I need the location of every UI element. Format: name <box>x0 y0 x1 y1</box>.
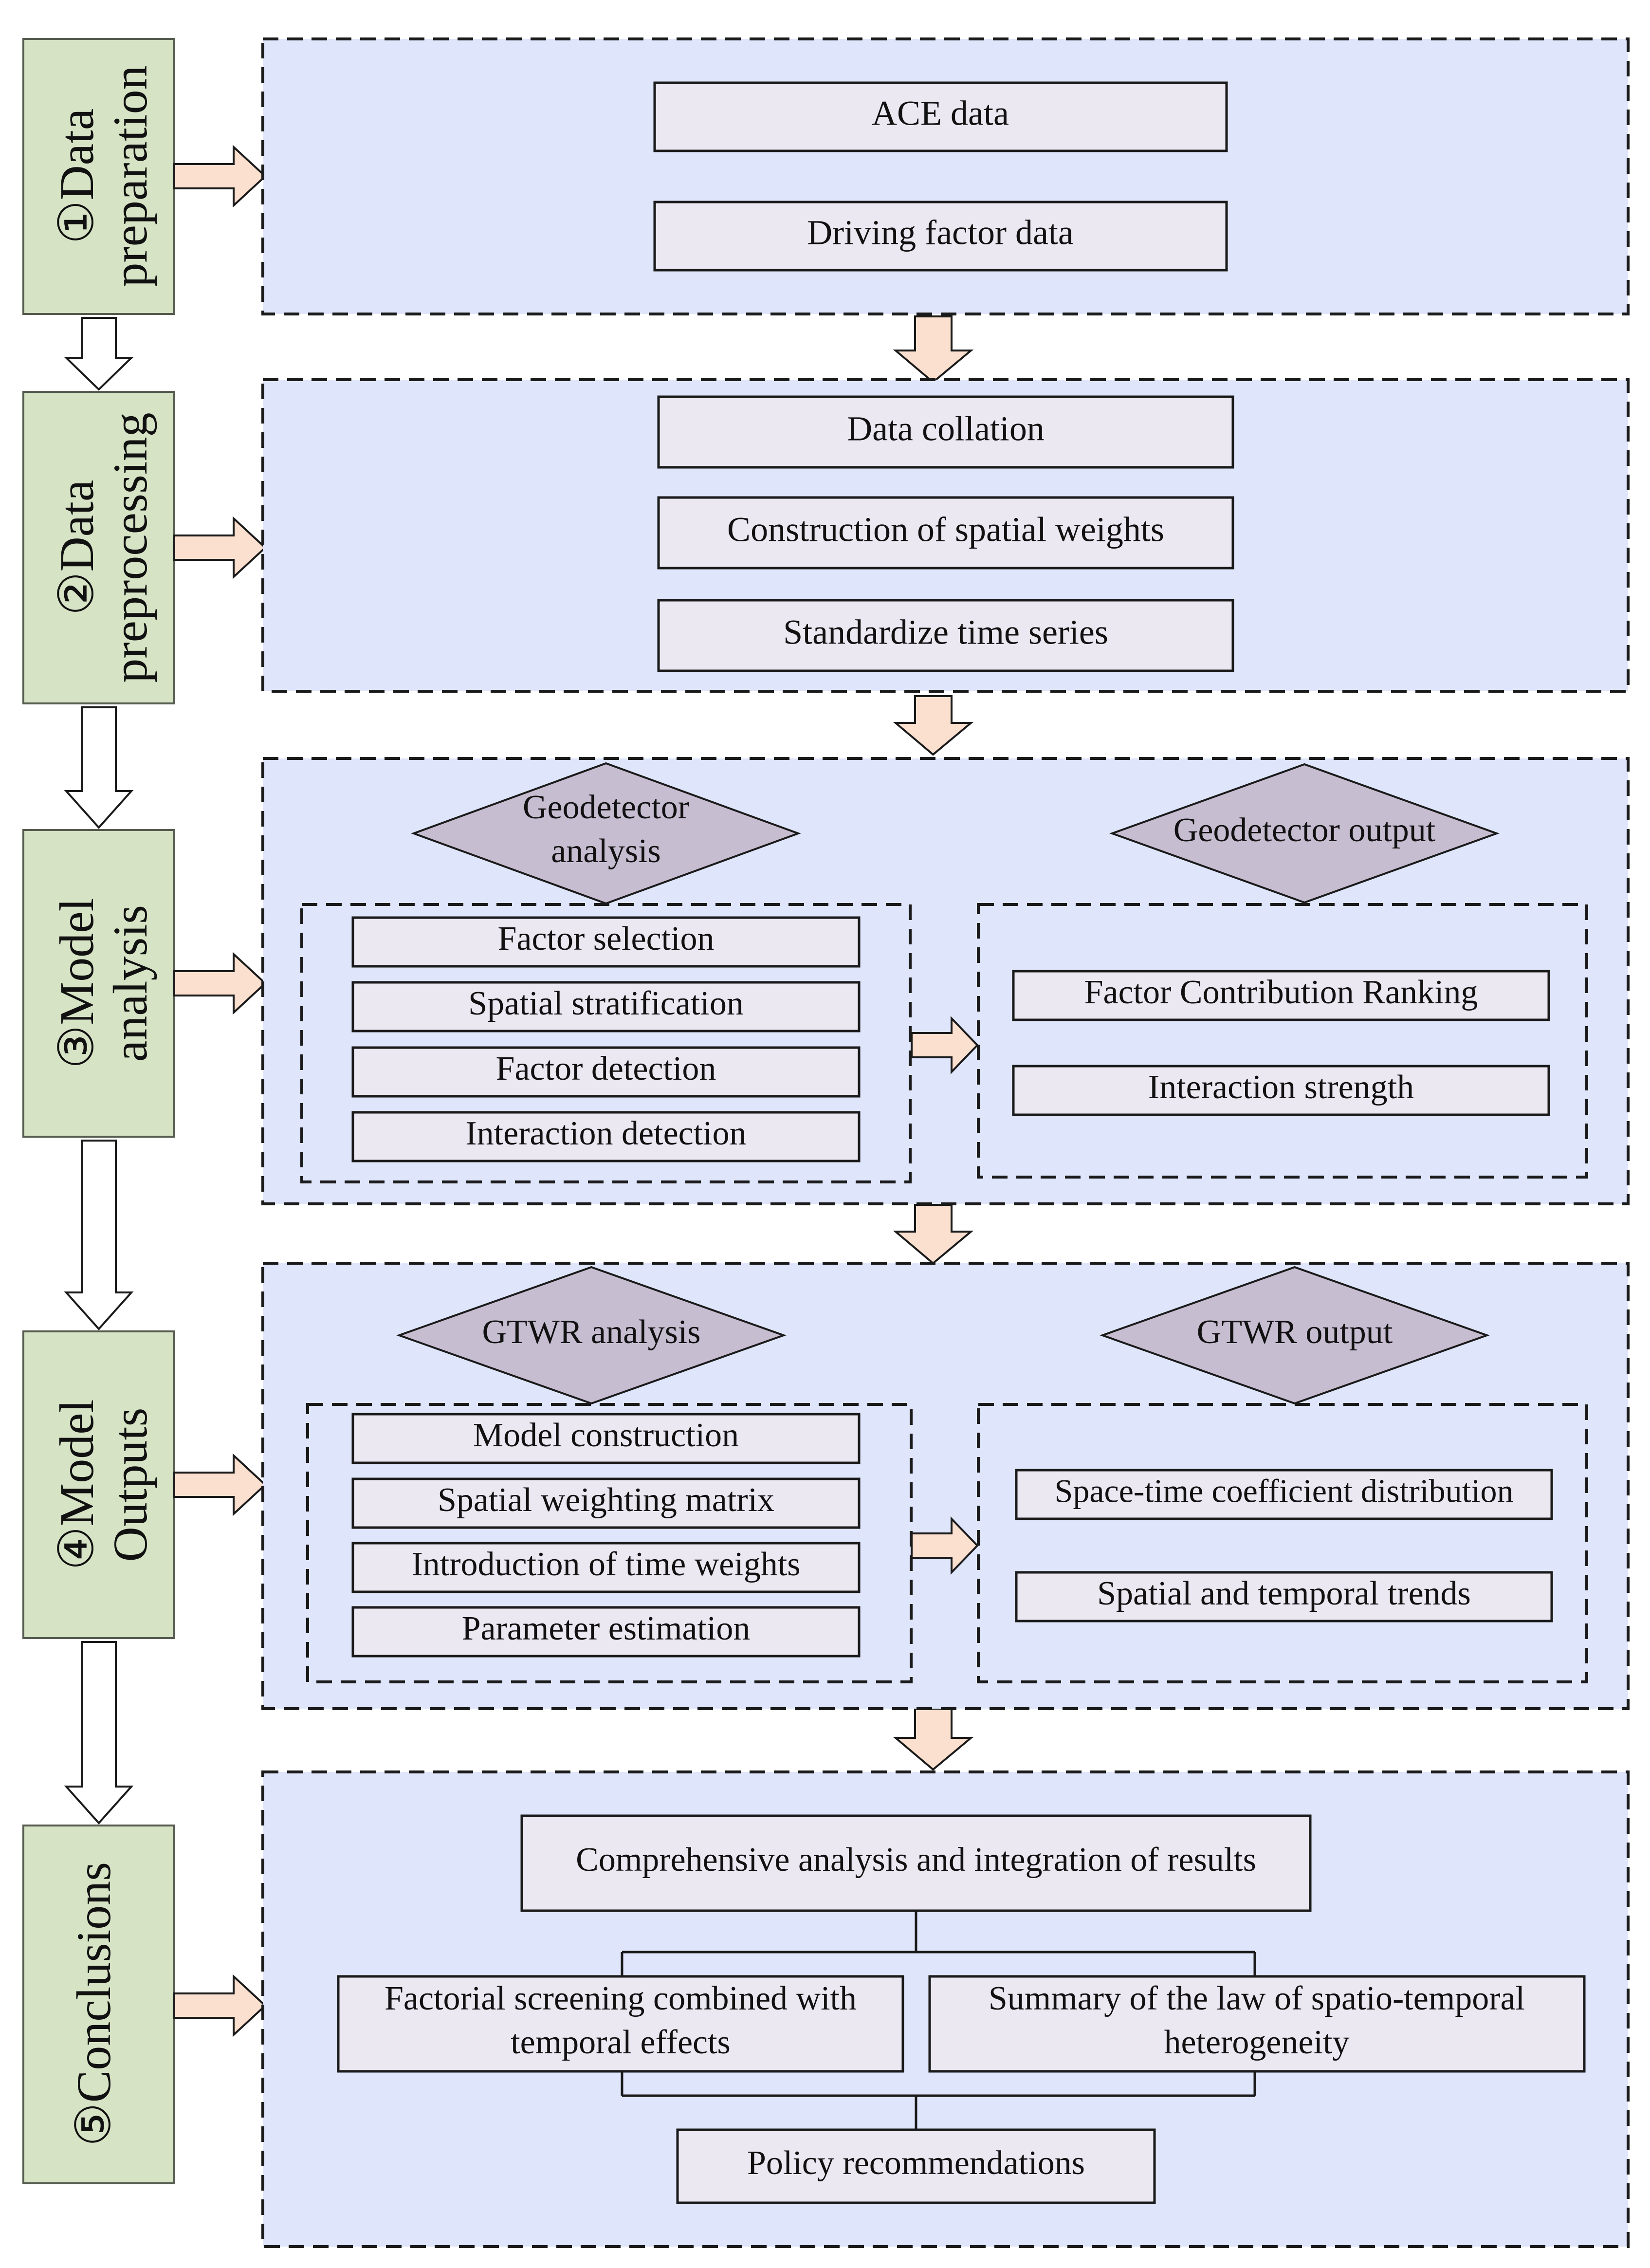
panel-down-arrow <box>893 315 974 384</box>
box-spatial-stratification <box>351 981 861 1033</box>
group-right-arrow <box>911 1016 979 1074</box>
panel-down-arrow <box>893 695 974 756</box>
box-factor-detection <box>351 1046 861 1098</box>
stage-label: ③Model <box>50 898 104 1069</box>
box-comprehensive-analysis <box>520 1814 1312 1912</box>
box-label: Introduction of time weights <box>411 1546 800 1583</box>
box-space-time-coefficient <box>1015 1469 1553 1520</box>
box-label: Spatial stratification <box>468 985 744 1022</box>
box-parameter-estimation <box>351 1606 861 1658</box>
stage-model-outputs: ④Model Outputs <box>22 1330 175 1639</box>
box-label: Factor detection <box>496 1050 716 1088</box>
panel-model-outputs: GTWR analysis GTWR output Model construc… <box>261 1262 1630 1710</box>
box-label: Factor selection <box>497 920 714 958</box>
box-spatial-temporal-trends <box>1015 1571 1553 1623</box>
stage-label: ①Data <box>50 109 104 244</box>
box-interaction-strength <box>1012 1065 1550 1116</box>
diamond-geodetector-output <box>1109 763 1500 904</box>
panel-data-preparation: ACE data Driving factor data <box>261 37 1630 315</box>
box-label: Standardize time series <box>783 613 1108 652</box>
box-data-collation <box>657 395 1234 469</box>
stage-down-arrow <box>64 1140 134 1331</box>
box-factor-selection <box>351 916 861 968</box>
stage-label-line2: Outputs <box>103 1408 157 1562</box>
stage-label: ④Model <box>50 1400 104 1570</box>
box-factorial-screening <box>337 1975 904 2073</box>
box-label: Model construction <box>473 1417 739 1454</box>
stage-right-arrow <box>173 145 267 208</box>
box-label: Policy recommendations <box>747 2144 1085 2182</box>
box-label: Driving factor data <box>807 213 1074 252</box>
stage-down-arrow <box>64 1641 134 1825</box>
stage-model-analysis: ③Model analysis <box>22 829 175 1138</box>
group-right-arrow <box>911 1516 979 1575</box>
box-label: Data collation <box>847 409 1045 448</box>
panel-conclusions: Comprehensive analysis and integration o… <box>261 1770 1630 2248</box>
diamond-label: GTWR output <box>1197 1313 1393 1351</box>
stage-data-preprocessing: ②Data preprocessing <box>22 391 175 704</box>
box-label: Spatial weighting matrix <box>438 1481 774 1519</box>
panel-down-arrow <box>893 1708 974 1771</box>
box-label: Parameter estimation <box>462 1610 751 1647</box>
stage-label-line2: preprocessing <box>103 412 157 682</box>
box-model-construction <box>351 1413 861 1464</box>
box-label: Factor Contribution Ranking <box>1084 974 1478 1011</box>
box-label: Construction of spatial weights <box>727 510 1164 549</box>
group-geodetector-steps <box>300 903 912 1183</box>
diamond-gtwr-analysis <box>396 1266 787 1405</box>
box-introduction-time-weights <box>351 1542 861 1593</box>
box-ace-data <box>653 81 1228 152</box>
box-label-line2: heterogeneity <box>1164 2024 1350 2061</box>
stage-right-arrow <box>173 1974 267 2037</box>
group-geodetector-results <box>977 903 1588 1179</box>
stage-conclusions: ⑤Conclusions <box>22 1825 175 2184</box>
box-construction-spatial-weights <box>657 496 1234 570</box>
stage-label: ⑤Conclusions <box>67 1862 121 2146</box>
stage-label-line2: analysis <box>103 905 157 1062</box>
connector <box>621 1911 1256 1976</box>
stage-data-preparation: ①Data preparation <box>22 38 175 315</box>
diamond-label: Geodetector <box>523 789 689 826</box>
box-label: Interaction detection <box>465 1115 746 1152</box>
stage-right-arrow <box>173 952 267 1015</box>
diamond-label: GTWR analysis <box>482 1313 700 1351</box>
stage-right-arrow <box>173 1453 267 1516</box>
connector <box>621 2071 1256 2130</box>
box-label: Summary of the law of spatio-temporal <box>989 1980 1525 2017</box>
box-driving-factor-data <box>653 201 1228 272</box>
box-label: Spatial and temporal trends <box>1097 1575 1471 1612</box>
box-summary-spatiotemporal <box>928 1975 1586 2073</box>
box-spatial-weighting-matrix <box>351 1477 861 1529</box>
box-label-line2: temporal effects <box>511 2024 731 2061</box>
box-factor-contribution-ranking <box>1012 970 1550 1021</box>
diamond-label-line2: analysis <box>551 832 661 870</box>
panel-model-analysis: Geodetector analysis Geodetector output … <box>261 757 1630 1205</box>
box-interaction-detection <box>351 1111 861 1162</box>
group-gtwr-results <box>977 1403 1588 1683</box>
box-label: Interaction strength <box>1148 1069 1414 1106</box>
diamond-label: Geodetector output <box>1173 811 1436 849</box>
panel-data-preprocessing: Data collation Construction of spatial w… <box>261 378 1630 693</box>
stage-down-arrow <box>64 317 134 391</box>
stage-label: ②Data <box>50 480 104 615</box>
box-label: Comprehensive analysis and integration o… <box>576 1841 1256 1879</box>
box-label: Space-time coefficient distribution <box>1055 1473 1514 1510</box>
stage-label-line2: preparation <box>103 65 157 287</box>
box-standardize-time-series <box>657 599 1234 672</box>
panel-down-arrow <box>893 1204 974 1265</box>
box-label: Factorial screening combined with <box>385 1980 857 2017</box>
stage-right-arrow <box>173 516 267 579</box>
stage-down-arrow <box>64 706 134 830</box>
box-label: ACE data <box>872 94 1009 133</box>
box-policy-recommendations <box>676 2128 1156 2204</box>
